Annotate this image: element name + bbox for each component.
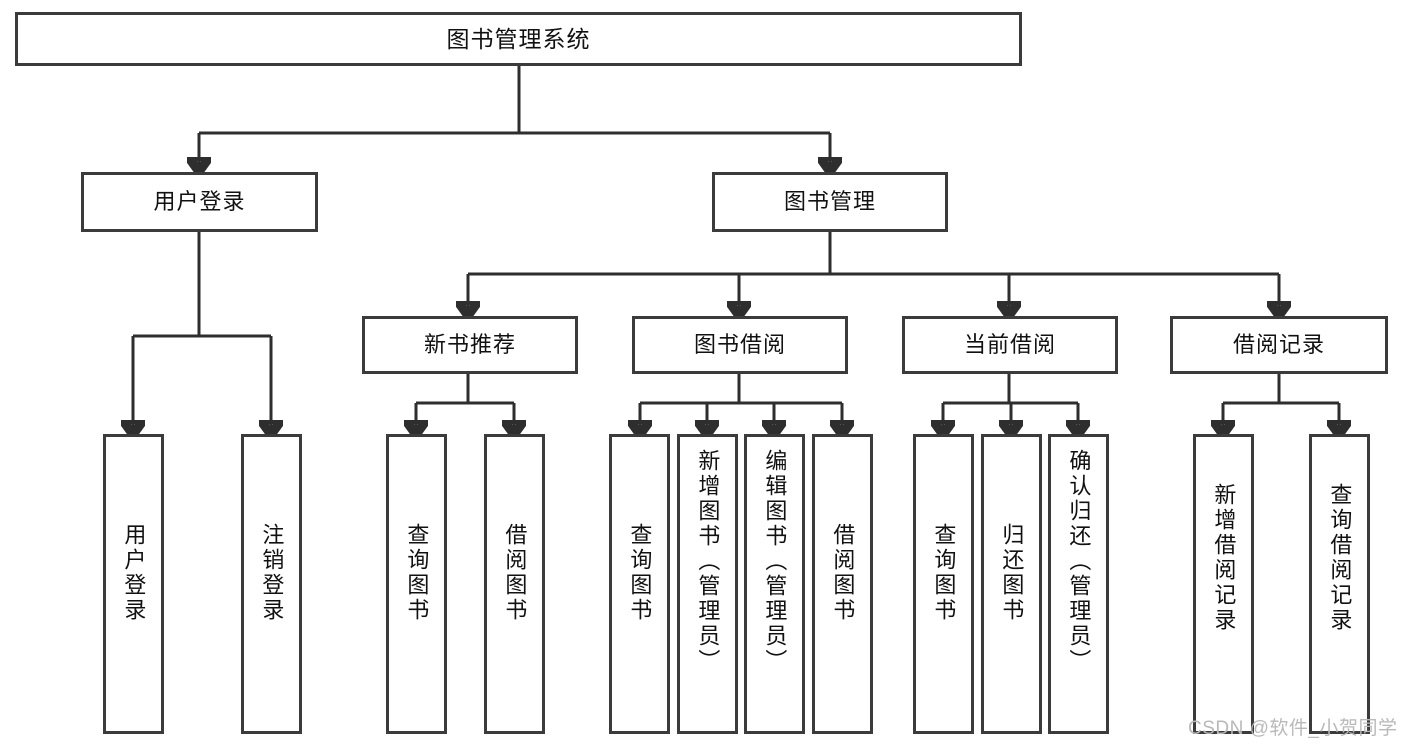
leaf-label: 新增图书（管理员） [695,449,721,674]
node-label: 图书借阅 [693,332,786,358]
leaf-label: 编辑图书（管理员） [762,449,788,674]
leaf-borrow-record-query[interactable]: 查询借阅记录 [1309,434,1370,734]
leaf-current-borrow-query[interactable]: 查询图书 [913,434,974,734]
leaf-user-login-login[interactable]: 用户登录 [103,434,164,734]
leaf-current-borrow-return[interactable]: 归还图书 [981,434,1042,734]
leaf-label: 归还图书 [999,523,1025,623]
node-label: 当前借阅 [963,332,1056,358]
leaf-label: 新增借阅记录 [1211,483,1237,633]
node-user-login[interactable]: 用户登录 [81,172,318,232]
leaf-label: 查询图书 [627,523,653,623]
node-label: 用户登录 [153,189,246,215]
node-root-system[interactable]: 图书管理系统 [15,12,1022,66]
leaf-label: 查询图书 [404,523,430,623]
leaf-label: 借阅图书 [502,523,528,623]
leaf-label: 用户登录 [121,523,147,623]
node-book-management[interactable]: 图书管理 [712,172,948,232]
leaf-label: 借阅图书 [830,523,856,623]
leaf-book-borrow-query[interactable]: 查询图书 [609,434,670,734]
node-label: 图书管理 [783,189,876,215]
leaf-borrow-record-add[interactable]: 新增借阅记录 [1193,434,1254,734]
node-label: 新书推荐 [423,332,516,358]
leaf-label: 确认归还（管理员） [1066,449,1092,674]
leaf-label: 注销登录 [259,523,285,623]
leaf-current-borrow-confirm-return[interactable]: 确认归还（管理员） [1048,434,1109,734]
leaf-user-login-logout[interactable]: 注销登录 [241,434,302,734]
leaf-label: 查询借阅记录 [1327,483,1353,633]
leaf-new-book-query[interactable]: 查询图书 [386,434,447,734]
node-borrow-record[interactable]: 借阅记录 [1170,316,1388,374]
leaf-new-book-borrow[interactable]: 借阅图书 [484,434,545,734]
leaf-label: 查询图书 [931,523,957,623]
node-book-borrow[interactable]: 图书借阅 [632,316,848,374]
watermark-text: CSDN @软件_小贺同学 [1188,718,1398,739]
node-label: 借阅记录 [1232,332,1325,358]
leaf-book-borrow-edit[interactable]: 编辑图书（管理员） [744,434,805,734]
node-new-book-recommend[interactable]: 新书推荐 [362,316,578,374]
node-current-borrow[interactable]: 当前借阅 [902,316,1118,374]
leaf-book-borrow-add[interactable]: 新增图书（管理员） [677,434,738,734]
node-label: 图书管理系统 [446,25,591,52]
leaf-book-borrow-borrow[interactable]: 借阅图书 [812,434,873,734]
